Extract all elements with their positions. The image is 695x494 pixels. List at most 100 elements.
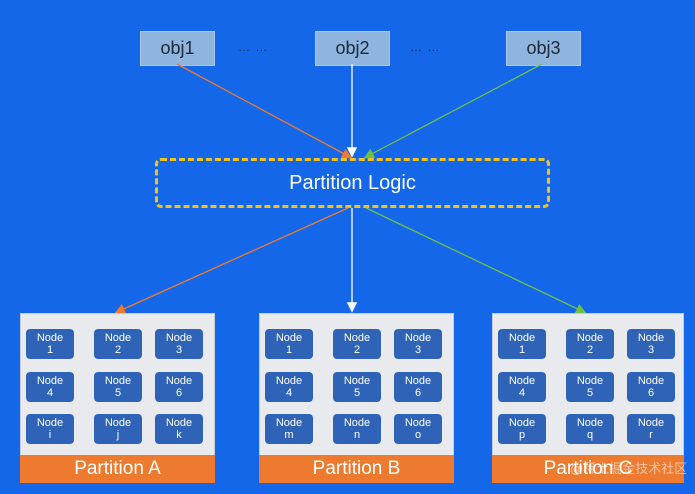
node-id: 2 [353,344,361,356]
node-id: 1 [46,344,54,356]
node-label: Node [104,375,132,387]
node-id: 2 [114,344,122,356]
node-label: Node [104,417,132,429]
object-label-1: obj1 [160,38,195,58]
node-id: n [353,429,361,441]
node-label: Node [508,332,536,344]
watermark: @稀土掘金技术社区 [570,461,688,476]
node-label: Node [275,332,303,344]
node-id: i [48,429,52,441]
node-label: Node [404,417,432,429]
partition-label-bar: Partition B [259,455,454,483]
node-id: 4 [285,387,293,399]
node-label: Node [508,375,536,387]
node-label: Node [576,417,604,429]
node-id: q [586,429,594,441]
node-label: Node [165,417,193,429]
node-id: 2 [586,344,594,356]
object-box-1: obj1 [140,31,215,66]
arrow-obj3-to-logic [363,63,543,159]
node-id: p [518,429,526,441]
node-id: 5 [114,387,122,399]
ellipsis-1: … … [238,40,269,54]
node-id: r [649,429,653,441]
node-id: 6 [647,387,655,399]
node-id: 1 [285,344,293,356]
node-label: Node [404,332,432,344]
arrow-logic-to-partition-c [365,207,587,314]
object-box-2: obj2 [315,31,390,66]
node-id: 3 [414,344,422,356]
node-id: 3 [647,344,655,356]
node-label: Node [343,417,371,429]
node-id: 3 [175,344,183,356]
node-label: Node [637,375,665,387]
node-label: Node [576,332,604,344]
node-label: Node [637,417,665,429]
arrow-obj1-to-logic [176,63,353,159]
ellipsis-2: … … [410,40,441,54]
node-label: Node [576,375,604,387]
node-id: j [116,429,120,441]
node-label: Node [404,375,432,387]
partition-label-bar: Partition C [492,455,684,483]
node-id: 1 [518,344,526,356]
node-label: Node [508,417,536,429]
node-id: 5 [353,387,361,399]
node-label: Node [343,332,371,344]
node-id: k [176,429,182,441]
arrow-logic-to-partition-a [114,207,349,314]
object-label-2: obj2 [335,38,370,58]
node-label: Node [165,332,193,344]
node-id: m [284,429,294,441]
node-label: Node [36,332,64,344]
node-label: Node [637,332,665,344]
node-id: 6 [414,387,422,399]
node-label: Node [275,417,303,429]
partition-logic-box: Partition Logic [155,158,550,208]
node-id: 6 [175,387,183,399]
node-label: Node [36,375,64,387]
node-label: Node [36,417,64,429]
object-box-3: obj3 [506,31,581,66]
node-label: Node [343,375,371,387]
partition-label-bar: Partition A [20,455,215,483]
node-id: 5 [586,387,594,399]
node-id: o [414,429,422,441]
node-id: 4 [518,387,526,399]
object-label-3: obj3 [526,38,561,58]
node-id: 4 [46,387,54,399]
partition-logic-label: Partition Logic [289,171,416,194]
node-label: Node [104,332,132,344]
node-label: Node [275,375,303,387]
